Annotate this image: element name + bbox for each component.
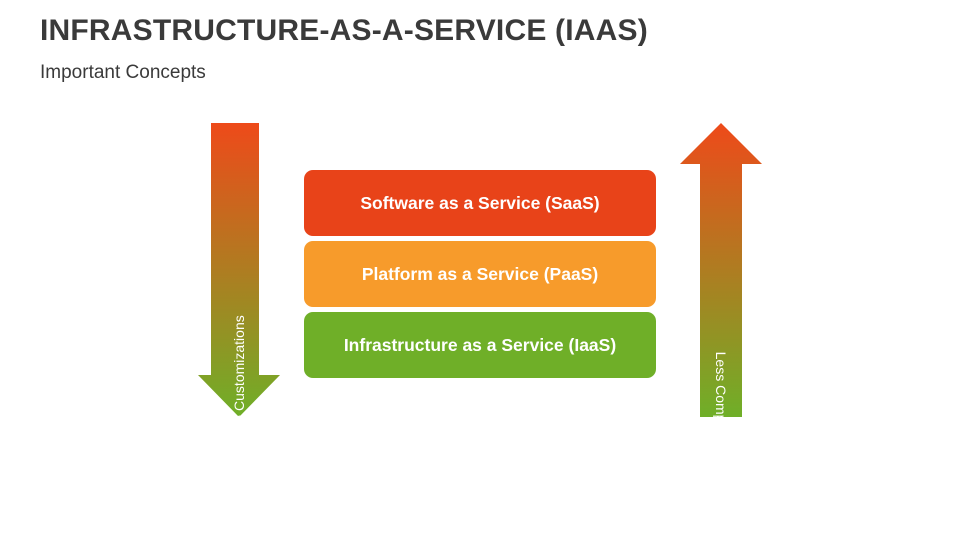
less-complexity-arrow: Less Complexity xyxy=(680,123,762,454)
less-complexity-label: Less Complexity xyxy=(713,351,729,455)
page-title: INFRASTRUCTURE-AS-A-SERVICE (IAAS) xyxy=(40,14,648,47)
up-arrow-icon xyxy=(680,123,762,417)
iaas-layer: Infrastructure as a Service (IaaS) xyxy=(304,312,656,378)
saas-layer: Software as a Service (SaaS) xyxy=(304,170,656,236)
paas-layer: Platform as a Service (PaaS) xyxy=(304,241,656,307)
more-customizations-arrow: More Customizations xyxy=(198,123,280,447)
more-customizations-label: More Customizations xyxy=(231,315,247,447)
down-arrow-icon xyxy=(198,123,280,417)
page-subtitle: Important Concepts xyxy=(40,62,206,83)
